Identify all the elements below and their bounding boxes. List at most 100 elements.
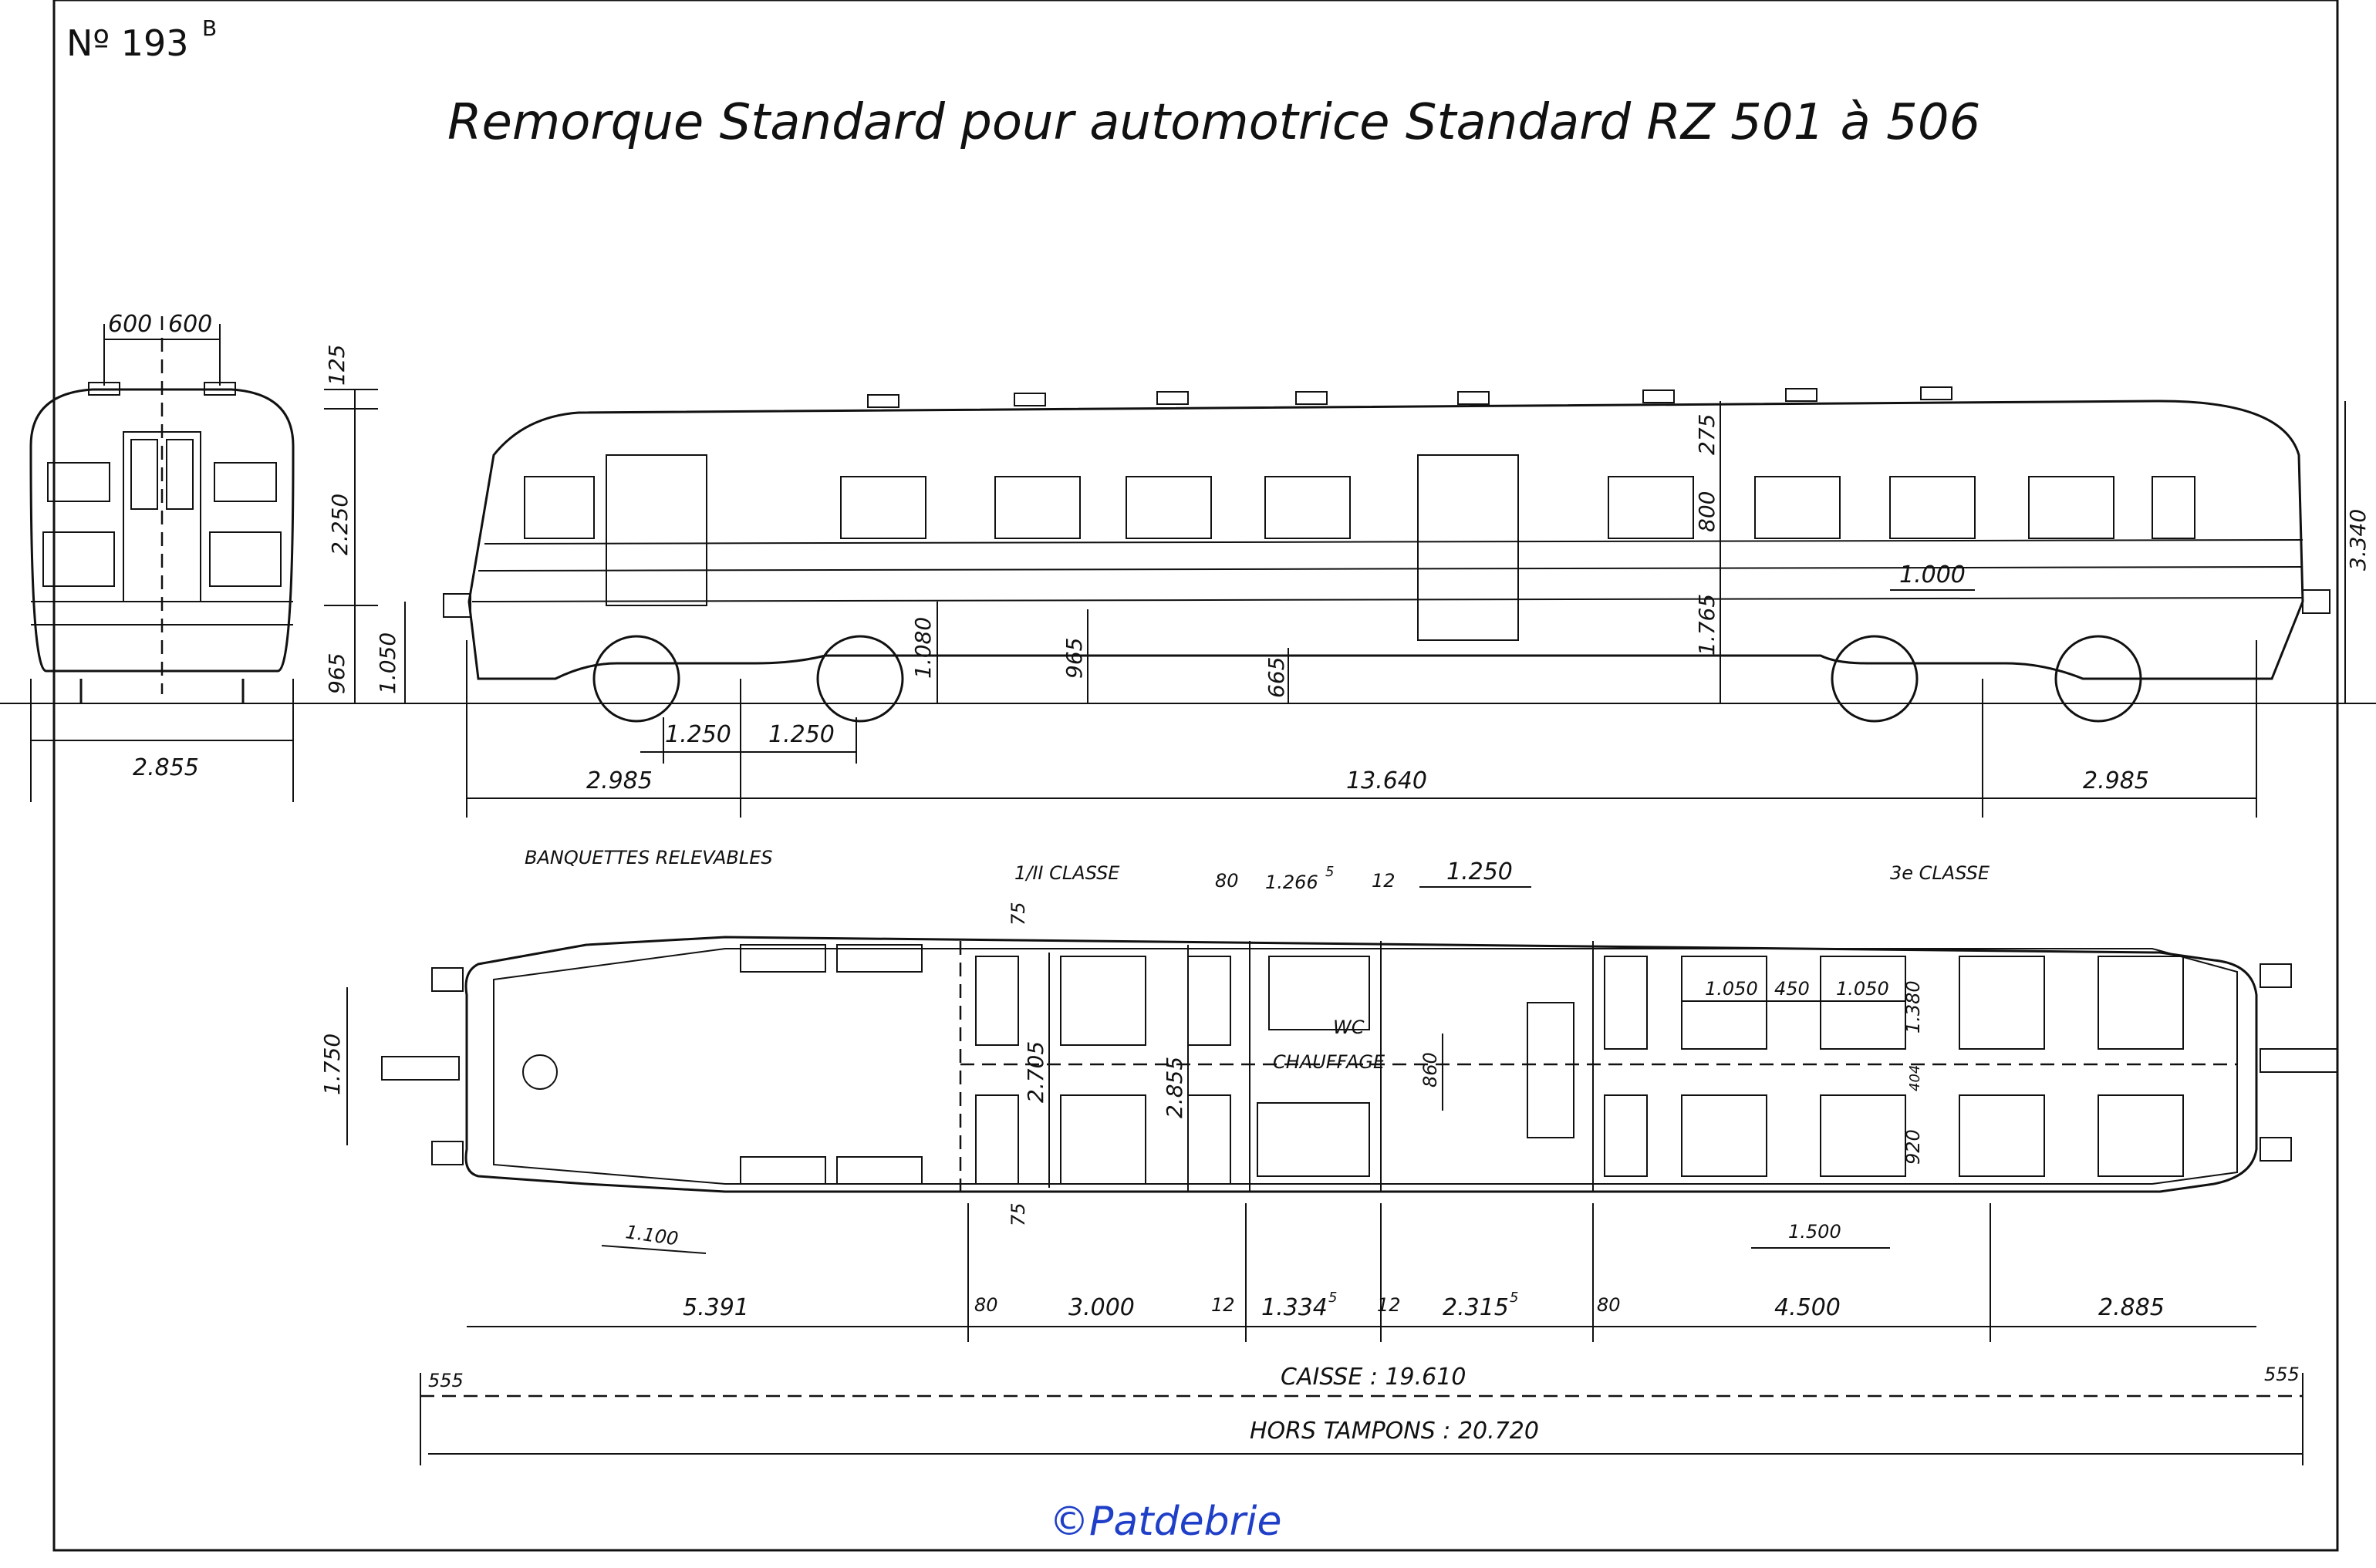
- side-window-2: [840, 476, 926, 539]
- plan-dim-caisse: CAISSE : 19.610: [1281, 1364, 1466, 1391]
- seg-5-sup: 5: [1328, 1290, 1337, 1306]
- coupler-right: [2260, 1048, 2338, 1073]
- plan-dim-aisle-b: 404: [1907, 1065, 1923, 1091]
- copyright-watermark: ©Patdebrie: [1049, 1499, 1281, 1545]
- buffer-left: [443, 593, 471, 618]
- plan-dim-outer-width: 2.855: [1162, 1057, 1187, 1118]
- seg-7-sup: 5: [1510, 1290, 1518, 1306]
- end-dim-rail: 1.050: [375, 632, 400, 694]
- plan-dim-door: 1.250: [1446, 858, 1513, 885]
- side-view-body: [467, 400, 2304, 680]
- plan-dim-75a: 75: [1007, 902, 1029, 926]
- end-dim-width: 2.855: [133, 754, 199, 781]
- side-window-9: [2028, 476, 2114, 539]
- sheet-frame: [52, 0, 2339, 1552]
- wheel-right-2: [2054, 635, 2142, 723]
- side-dim-window-width: 1.000: [1899, 561, 1966, 588]
- plan-dim-80a: 80: [1215, 870, 1239, 892]
- side-dim-overhang-right: 2.985: [2083, 767, 2149, 794]
- label-heating: CHAUFFAGE: [1273, 1051, 1385, 1073]
- side-window-10: [2152, 476, 2195, 539]
- seg-5: 1.334: [1261, 1294, 1328, 1321]
- side-view: 3.340 275 800 1.765 1.000 1.080 965 665 …: [443, 386, 2371, 818]
- handbrake-wheel: [522, 1054, 558, 1090]
- side-dim-sill: 1.765: [1694, 594, 1720, 656]
- side-dim-floor-mid: 965: [1061, 638, 1087, 679]
- wheel-left-1: [592, 635, 680, 723]
- roof-vents: [867, 386, 1952, 408]
- end-view: 600 600 125 2.250 965 1.050 2.855: [29, 311, 406, 802]
- plan-view-body: [464, 936, 2258, 1193]
- sheet-number-suffix: B: [202, 15, 217, 41]
- buffer-right: [2302, 589, 2330, 614]
- plan-dim-buffer-spacing: 1.750: [319, 1034, 345, 1095]
- end-dim-body: 2.250: [327, 494, 353, 555]
- side-dim-roof: 275: [1694, 414, 1720, 455]
- label-seats: BANQUETTES RELEVABLES: [525, 847, 773, 868]
- plan-dim-wc-length-sup: 5: [1325, 864, 1334, 880]
- wheel-left-2: [816, 635, 904, 723]
- plan-dim-row-a: 1.380: [1902, 980, 1924, 1034]
- side-door-left: [606, 454, 707, 606]
- plan-buffer-left-bottom: [431, 1141, 464, 1165]
- side-window-7: [1754, 476, 1841, 539]
- plan-buffer-right-bottom: [2260, 1137, 2292, 1162]
- plan-dim-seat-a: 1.050: [1705, 978, 1758, 1000]
- end-dim-top-left: 600: [108, 311, 152, 338]
- plan-buffer-right-top: [2260, 963, 2292, 988]
- plan-dim-wc-length: 1.266: [1265, 872, 1318, 893]
- side-dim-axle-1: 1.250: [665, 721, 731, 748]
- seg-1: 5.391: [683, 1294, 749, 1321]
- plan-dim-row-b: 920: [1902, 1129, 1924, 1165]
- end-view-body: [29, 388, 295, 673]
- plan-dim-hors-tampons: HORS TAMPONS : 20.720: [1250, 1418, 1539, 1445]
- end-dim-roof: 125: [324, 345, 349, 386]
- seg-3: 3.000: [1068, 1294, 1135, 1321]
- side-window-3: [994, 476, 1081, 539]
- plan-view: BANQUETTES RELEVABLES 1/II CLASSE 3e CLA…: [319, 847, 2338, 1465]
- side-window-6: [1608, 476, 1694, 539]
- label-class-third: 3e CLASSE: [1890, 862, 1990, 884]
- side-window-1: [524, 476, 595, 539]
- end-dim-floor: 965: [324, 653, 349, 694]
- wc-cabin: [1268, 956, 1370, 1030]
- seg-9: 4.500: [1774, 1294, 1841, 1321]
- seg-4: 12: [1211, 1294, 1235, 1316]
- plan-dim-seat-gap: 450: [1774, 978, 1810, 1000]
- plan-dim-pitch: 1.500: [1788, 1221, 1841, 1243]
- label-class-first: 1/II CLASSE: [1014, 862, 1120, 884]
- plan-dim-seat-b: 1.050: [1836, 978, 1889, 1000]
- plan-dim-buffer-right: 555: [2264, 1364, 2300, 1385]
- seg-10: 2.885: [2098, 1294, 2165, 1321]
- plan-dim-buffer-left: 555: [428, 1370, 464, 1391]
- plan-buffer-left-top: [431, 967, 464, 992]
- seg-8: 80: [1597, 1294, 1621, 1316]
- plan-dim-75b: 75: [1007, 1202, 1029, 1226]
- wheel-right-1: [1831, 635, 1919, 723]
- side-dim-step: 665: [1264, 657, 1289, 698]
- sheet-number: Nº 193: [66, 22, 189, 64]
- plan-dim-inner-width: 2.705: [1023, 1041, 1048, 1103]
- side-dim-floor-end: 1.080: [910, 617, 936, 679]
- side-window-4: [1126, 476, 1212, 539]
- side-door-centre: [1417, 454, 1519, 641]
- side-dim-height: 3.340: [2345, 509, 2371, 571]
- end-dim-top-right: 600: [168, 311, 212, 338]
- side-dim-overhang-left: 2.985: [586, 767, 653, 794]
- seg-2: 80: [974, 1294, 998, 1316]
- plan-dim-12a: 12: [1372, 870, 1396, 892]
- heating-unit: [1257, 1102, 1370, 1177]
- side-dim-axle-2: 1.250: [768, 721, 835, 748]
- coupler-left: [381, 1056, 460, 1081]
- plan-dim-door-width: 1.100: [624, 1221, 680, 1249]
- side-window-5: [1264, 476, 1351, 539]
- side-window-8: [1889, 476, 1976, 539]
- side-dim-bogie-centres: 13.640: [1346, 767, 1427, 794]
- side-dim-window: 800: [1694, 491, 1720, 532]
- seat-blocks: [740, 944, 2184, 1185]
- drawing-title: Remorque Standard pour automotrice Stand…: [447, 94, 1980, 151]
- plan-view-inner: [493, 948, 2238, 1185]
- plan-dim-aisle: 860: [1419, 1052, 1441, 1087]
